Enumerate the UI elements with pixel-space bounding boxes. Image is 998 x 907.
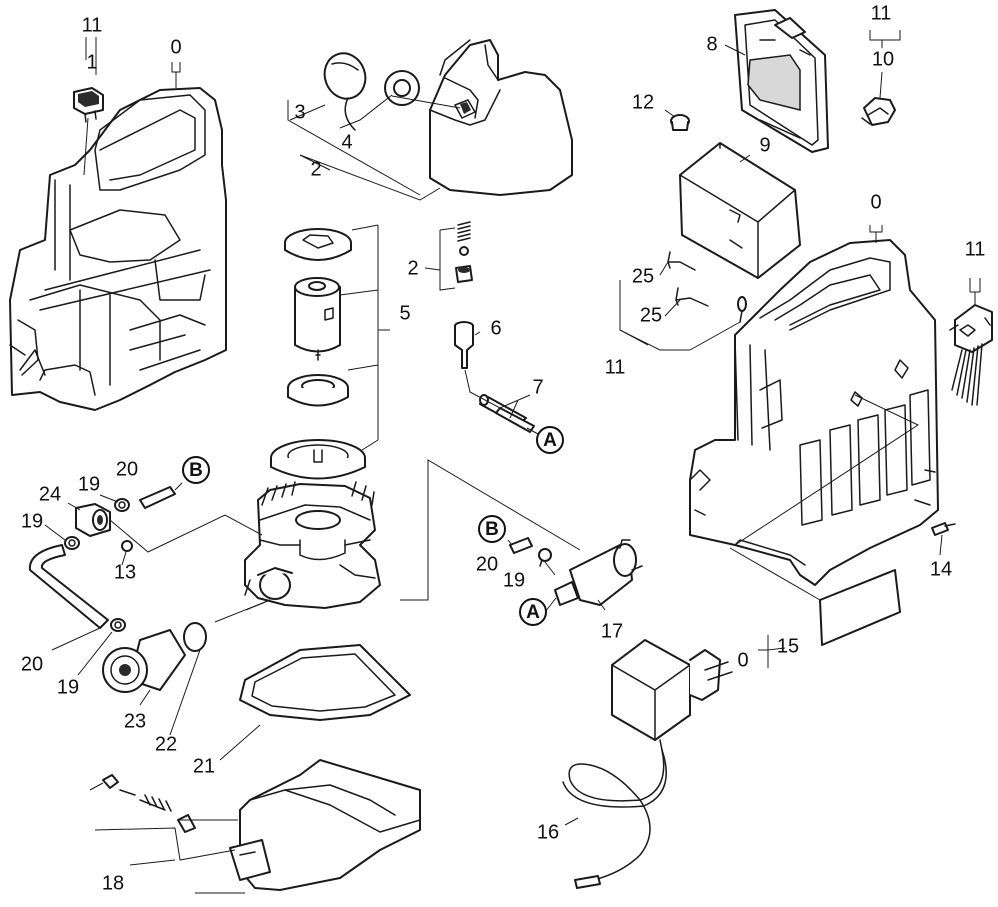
fitting-part-24 <box>75 503 111 537</box>
callout-20b: 20 <box>476 553 498 575</box>
seal-part-22 <box>183 622 207 652</box>
gasket-part-21 <box>239 644 411 721</box>
screw-part-14 <box>931 522 956 536</box>
callout-12: 12 <box>632 91 654 113</box>
left-housing-half <box>9 87 227 411</box>
power-adapter-part-16 <box>562 639 733 889</box>
reference-b-left: B <box>182 456 210 484</box>
clamp-part-19-right <box>538 548 552 567</box>
callout-25a: 25 <box>632 265 654 287</box>
callout-labels: 11 1 0 3 4 2 8 11 10 12 9 0 11 2 5 6 25 … <box>21 2 986 894</box>
callout-18: 18 <box>102 872 124 894</box>
switch-part-1 <box>73 87 104 123</box>
svg-text:B: B <box>485 519 499 540</box>
callout-9: 9 <box>759 134 770 156</box>
tank-lid-part-2 <box>429 39 573 196</box>
svg-text:A: A <box>543 430 557 451</box>
callout-20c: 20 <box>21 653 43 675</box>
callout-19a: 19 <box>78 473 100 495</box>
callout-19b: 19 <box>21 510 43 532</box>
hose-part-20 <box>28 544 109 629</box>
clip-part-10 <box>861 97 896 126</box>
plug-part-12 <box>670 114 690 131</box>
callout-2a: 2 <box>310 158 321 180</box>
callout-11c: 11 <box>965 238 986 260</box>
clamp-part-19-lower <box>110 618 126 632</box>
pump-part-17 <box>554 539 643 606</box>
callout-16: 16 <box>537 821 559 843</box>
callout-22: 22 <box>155 733 177 755</box>
connector-part-23 <box>102 629 186 693</box>
reference-b-right: B <box>478 515 506 543</box>
ring-part-13 <box>121 540 133 552</box>
impeller-disc-part-5 <box>270 439 366 480</box>
callout-1: 1 <box>86 51 97 73</box>
clamp-part-19-left <box>64 536 80 550</box>
callout-21: 21 <box>193 755 215 777</box>
valve-part-6 <box>454 321 474 369</box>
callout-17: 17 <box>601 620 623 642</box>
callout-6: 6 <box>490 317 501 339</box>
filter-part-8 <box>734 9 829 153</box>
callout-8: 8 <box>706 33 717 55</box>
callout-2b: 2 <box>407 257 418 279</box>
callout-11a: 11 <box>82 14 103 36</box>
clip-part-25-lower <box>675 287 709 307</box>
cap-part-3 <box>323 52 367 131</box>
tube-part-20-upper <box>139 486 176 509</box>
callout-4: 4 <box>341 131 352 153</box>
ring-middle-part-5 <box>287 374 349 407</box>
callout-10: 10 <box>872 48 894 70</box>
clamp-part-19-upper <box>114 498 130 512</box>
callout-5: 5 <box>399 302 410 324</box>
callout-20a: 20 <box>116 458 138 480</box>
control-box-part-9 <box>679 142 801 279</box>
callout-14: 14 <box>930 558 952 580</box>
right-housing-half <box>689 239 939 586</box>
callout-11b: 11 <box>871 2 892 24</box>
pump-housing <box>244 481 381 609</box>
callout-3: 3 <box>294 101 305 123</box>
tube-part-20-right <box>509 537 533 554</box>
water-tank-part-18 <box>102 759 421 891</box>
callout-23: 23 <box>124 710 146 732</box>
clip-part-25-upper <box>667 251 696 271</box>
board-part-11 <box>949 304 993 406</box>
callout-19d: 19 <box>57 676 79 698</box>
svg-text:B: B <box>189 460 203 481</box>
callout-13: 13 <box>114 561 136 583</box>
pin-part-11 <box>737 296 747 323</box>
callout-25b: 25 <box>640 304 662 326</box>
motor-cylinder-part-5 <box>294 277 341 361</box>
callout-15: 15 <box>777 635 799 657</box>
svg-text:A: A <box>526 602 540 623</box>
reference-a-lower: A <box>519 598 547 626</box>
callout-7: 7 <box>532 376 543 398</box>
callout-24: 24 <box>39 483 61 505</box>
callout-11d: 11 <box>605 356 626 378</box>
ring-top-part-5 <box>284 228 352 261</box>
callout-0a: 0 <box>170 36 181 58</box>
tube-part-7 <box>479 394 535 433</box>
callout-0c: 0 <box>737 649 748 671</box>
spring-part-2 <box>455 221 473 283</box>
label-plate-part-15 <box>819 569 901 646</box>
reference-a-upper: A <box>536 426 564 454</box>
callout-0b: 0 <box>870 191 881 213</box>
reference-markers: A B B A <box>182 426 564 626</box>
callout-19c: 19 <box>503 569 525 591</box>
leader-lines <box>44 30 981 894</box>
